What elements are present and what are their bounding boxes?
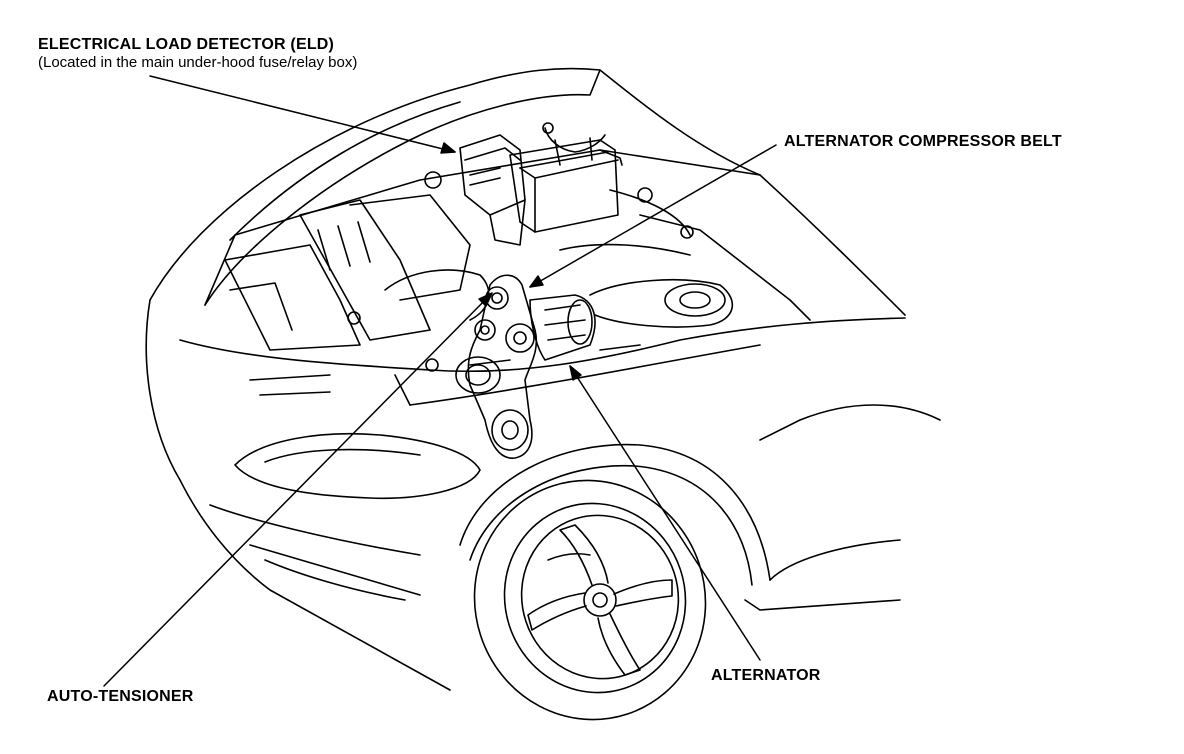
eld-callout-subtitle: (Located in the main under-hood fuse/rel… — [38, 54, 358, 72]
belt-leader — [529, 144, 777, 288]
alternator-arrowhead — [569, 365, 582, 381]
alternator-leader — [569, 365, 761, 661]
leader-lines — [103, 75, 777, 687]
eld-callout: ELECTRICAL LOAD DETECTOR (ELD) (Located … — [38, 36, 357, 72]
fuse-relay-box — [459, 134, 526, 246]
tensioner-callout-title: AUTO-TENSIONER — [47, 688, 194, 705]
engine-compartment — [204, 149, 811, 396]
battery — [509, 122, 623, 233]
belt-assembly — [455, 274, 596, 459]
tensioner-arrowhead — [478, 292, 493, 307]
alternator-callout-title: ALTERNATOR — [711, 667, 821, 684]
belt-callout-title: ALTERNATOR COMPRESSOR BELT — [784, 133, 1062, 150]
car-body-outline — [145, 174, 941, 691]
hood-outline — [149, 67, 761, 306]
tensioner-leader — [103, 292, 493, 687]
eld-callout-title: ELECTRICAL LOAD DETECTOR (ELD) — [38, 36, 335, 53]
eld-arrowhead — [440, 142, 456, 154]
belt-arrowhead — [529, 275, 544, 288]
eld-leader — [149, 75, 456, 153]
wheel — [473, 479, 707, 721]
